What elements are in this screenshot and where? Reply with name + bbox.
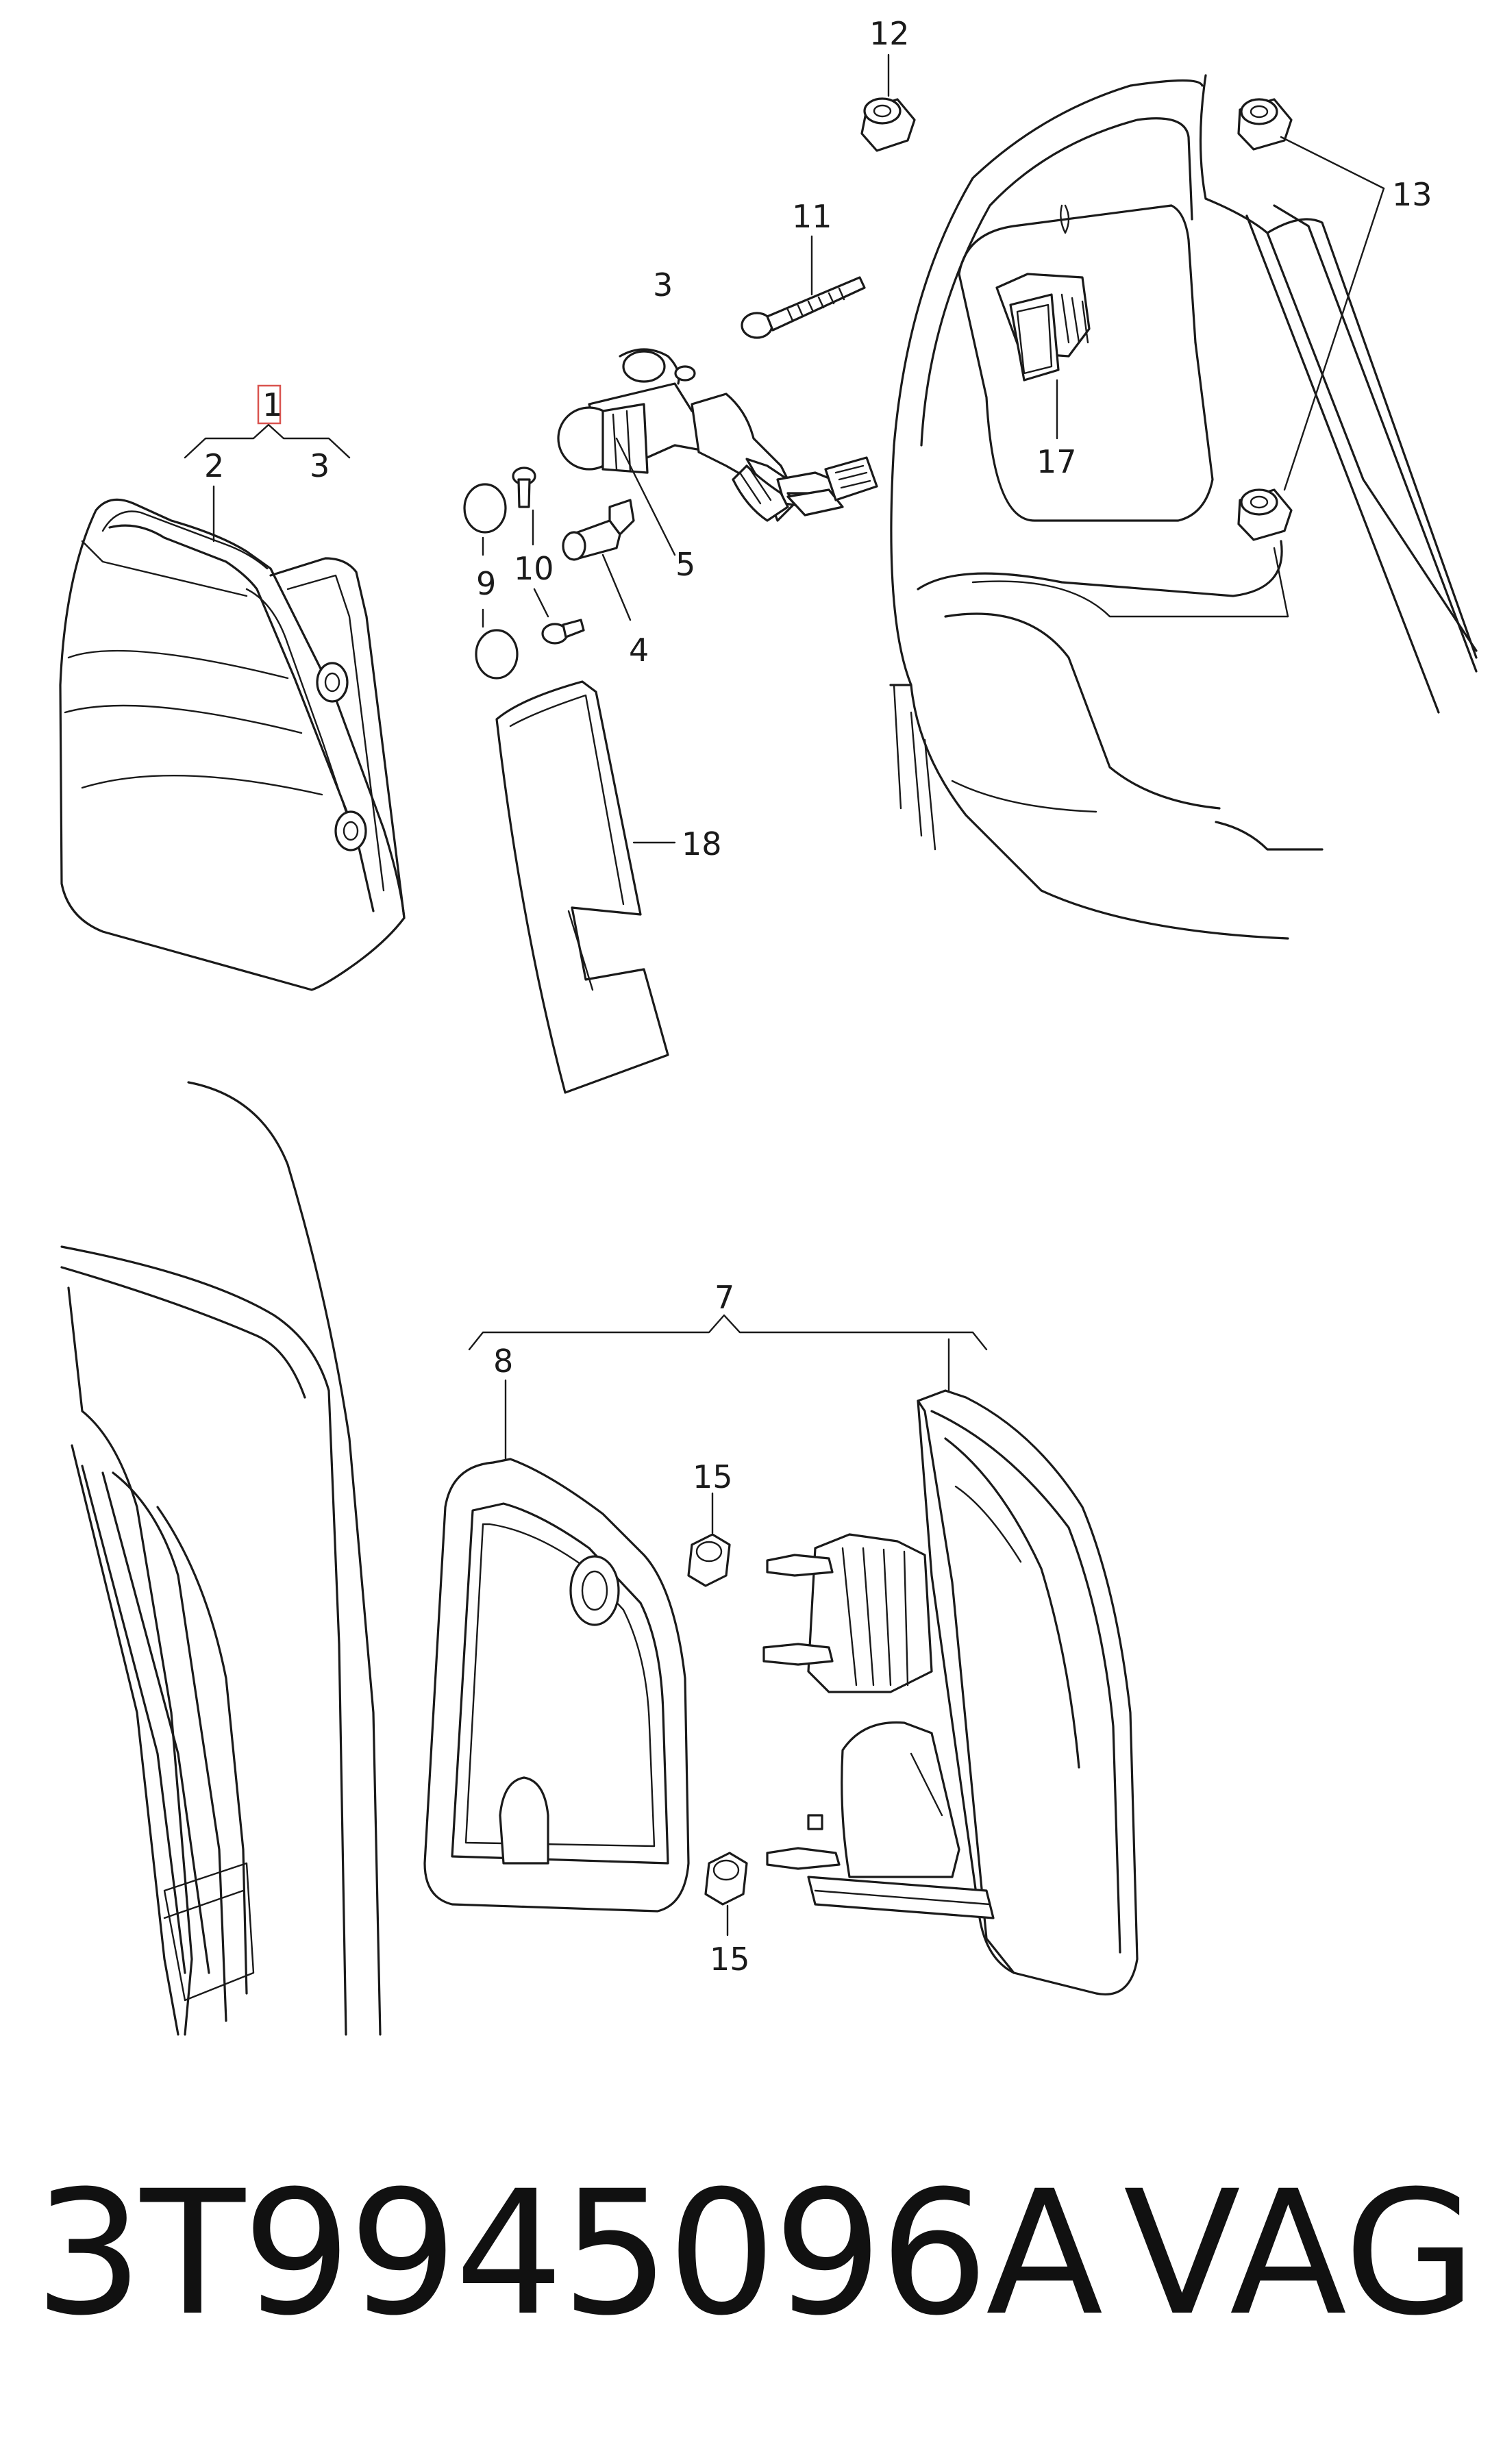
cap-part-9 [463, 483, 519, 680]
gasket-part-8 [423, 1379, 690, 1913]
tail-lamp-assembly-part-7 [762, 1389, 1139, 1995]
car-body-upper [889, 74, 1478, 940]
car-body-lower [60, 1081, 382, 2036]
callout-10: 10 [514, 550, 554, 587]
callout-12: 12 [869, 15, 910, 52]
callout-3-left: 3 [310, 447, 330, 484]
callout-1: 1 [262, 386, 282, 423]
part-number: 3T9945096A [34, 2154, 1103, 2353]
wire-connector [732, 456, 878, 522]
callout-11: 11 [792, 198, 832, 235]
connector-part-17 [995, 273, 1091, 440]
bulb-part-5 [557, 403, 676, 556]
nut-part-12 [860, 53, 916, 152]
panel-part-18 [495, 680, 676, 1094]
nut-part-13-lower [1237, 488, 1293, 541]
screw-part-10 [512, 466, 585, 645]
callout-13: 13 [1392, 176, 1432, 213]
bulb-socket-part-4 [562, 499, 635, 621]
nut-part-13-upper [1237, 98, 1293, 151]
brand-label: VAG [1123, 2154, 1477, 2353]
callout-8: 8 [493, 1343, 513, 1380]
callout-labels: 1 2 3 3 4 5 9 10 11 12 13 17 18 7 8 15 1… [204, 15, 1432, 1978]
callout-4: 4 [629, 632, 649, 669]
callout-9: 9 [476, 565, 496, 602]
callout-17: 17 [1036, 443, 1077, 480]
callout-15-lower: 15 [710, 1941, 750, 1978]
leader-13 [1280, 136, 1385, 491]
highlight-box-1 [257, 384, 282, 425]
nut-part-15-lower [704, 1852, 748, 1937]
callout-15-upper: 15 [693, 1458, 733, 1495]
callout-18: 18 [682, 825, 722, 862]
callout-3-holder: 3 [653, 266, 673, 303]
callout-7: 7 [715, 1279, 734, 1316]
bracket-7 [468, 1314, 988, 1392]
nut-part-15-upper [687, 1492, 731, 1587]
screw-part-11 [741, 235, 866, 339]
callout-2: 2 [204, 447, 224, 484]
callout-5: 5 [675, 546, 695, 583]
tail-lamp-outer-part-2 [59, 498, 406, 991]
bracket-1 [184, 423, 351, 543]
